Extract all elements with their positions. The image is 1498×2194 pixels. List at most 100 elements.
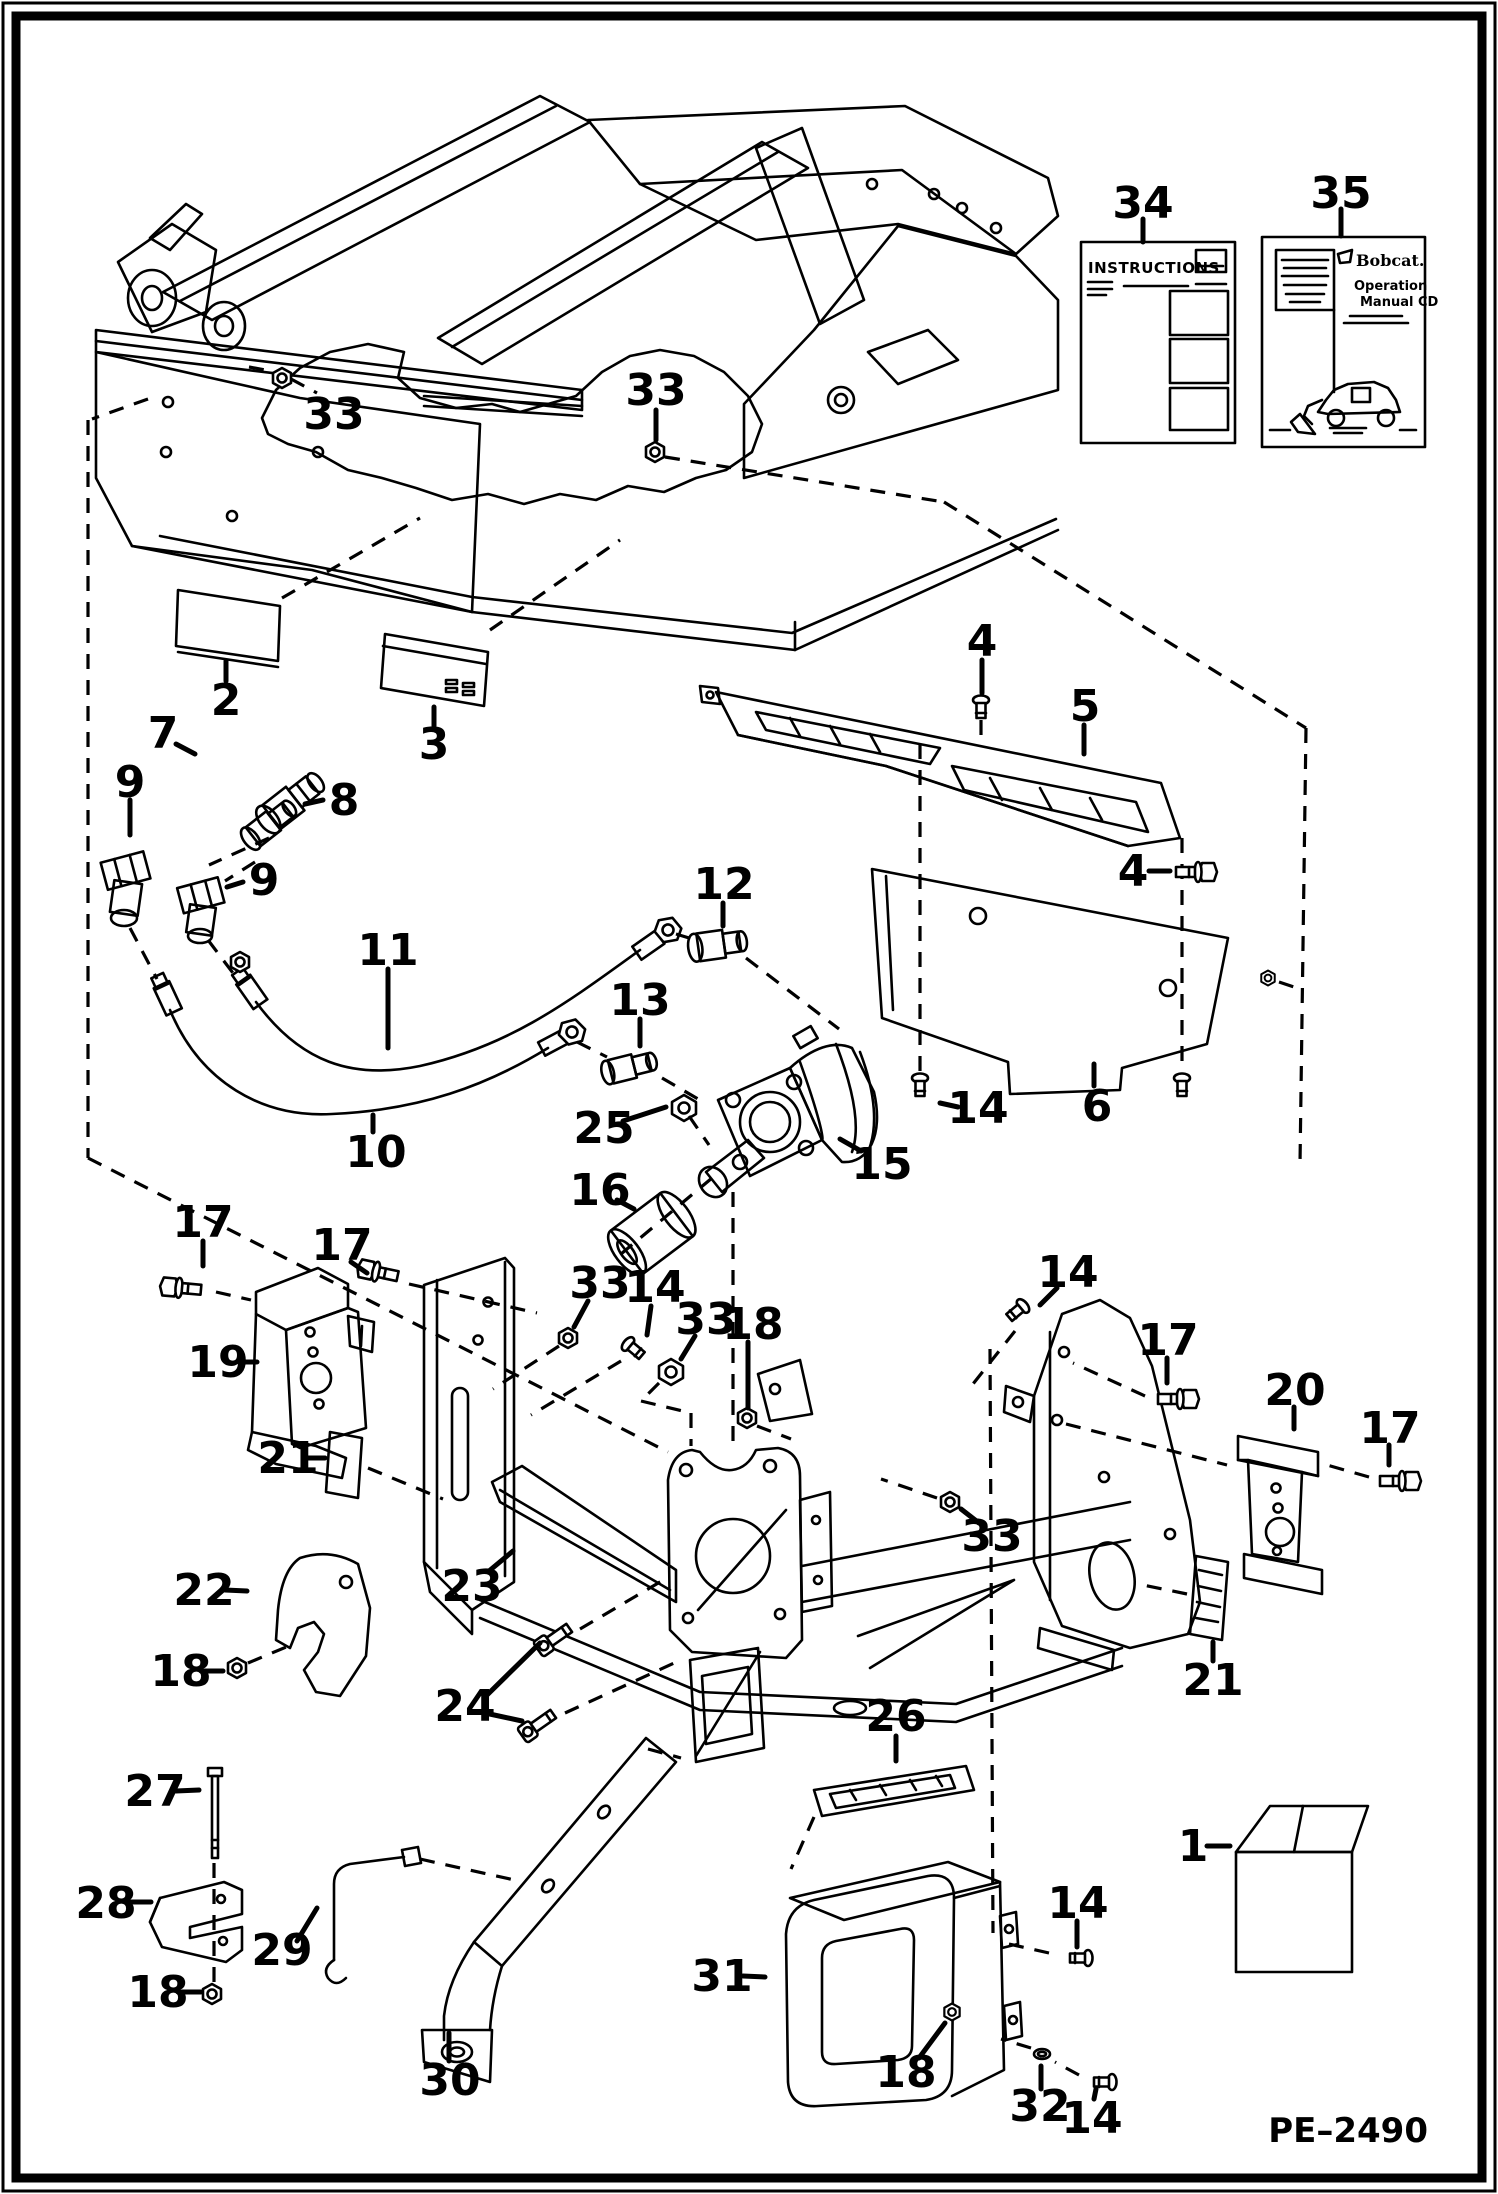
construction-line xyxy=(967,1330,1017,1390)
part-latch-plate xyxy=(756,1358,814,1423)
nut-18 xyxy=(226,1656,248,1680)
callout-17: 17 xyxy=(172,1197,233,1248)
callout-35: 35 xyxy=(1310,168,1371,219)
construction-line xyxy=(943,500,1307,730)
leader-line xyxy=(348,1259,370,1276)
leader-line xyxy=(614,1197,637,1212)
construction-line xyxy=(419,1857,520,1883)
construction-line xyxy=(492,1344,560,1391)
leader-lines xyxy=(125,206,1392,2102)
callout-4: 4 xyxy=(967,616,998,667)
callout-6: 6 xyxy=(1082,1081,1113,1132)
callout-30: 30 xyxy=(419,2055,480,2106)
callout-9: 9 xyxy=(115,757,146,808)
part-plate-6 xyxy=(870,867,1230,1096)
leader-line xyxy=(173,741,198,757)
construction-line xyxy=(1008,1942,1050,1955)
callout-31: 31 xyxy=(691,1951,752,2002)
callout-18: 18 xyxy=(875,2047,936,2098)
leader-line xyxy=(740,1973,768,1980)
callout-7: 7 xyxy=(148,708,179,759)
construction-line xyxy=(988,1348,995,1934)
construction-line xyxy=(367,1466,444,1501)
construction-line xyxy=(661,1076,706,1105)
construction-line xyxy=(880,1477,938,1500)
nut-33 xyxy=(644,440,666,464)
callout-26: 26 xyxy=(865,1691,926,1742)
nut-18 xyxy=(943,2002,961,2022)
nut-33 xyxy=(557,1326,579,1350)
part-bracket-19 xyxy=(246,1266,376,1480)
callout-16: 16 xyxy=(569,1165,630,1216)
callout-18: 18 xyxy=(150,1646,211,1697)
callout-17: 17 xyxy=(1359,1403,1420,1454)
construction-line xyxy=(647,1747,682,1760)
leader-line xyxy=(222,1587,250,1594)
part-ubracket-28 xyxy=(148,1880,244,1964)
part-elbow-9 xyxy=(99,850,152,928)
construction-line xyxy=(675,932,700,943)
leader-line xyxy=(837,1136,864,1154)
leader-line xyxy=(916,2020,948,2061)
part-washer-32 xyxy=(1032,2047,1052,2061)
leader-line xyxy=(1091,2086,1099,2102)
construction-line xyxy=(1000,2037,1032,2050)
construction-line xyxy=(1072,1361,1146,1398)
construction-line xyxy=(215,1290,252,1302)
construction-line xyxy=(208,836,270,867)
construction-line xyxy=(290,377,318,395)
manual-line1: Operation xyxy=(1354,279,1427,294)
callout-8: 8 xyxy=(329,775,360,826)
part-elbow-9b xyxy=(175,876,226,945)
callout-20: 20 xyxy=(1264,1365,1325,1416)
part-bolt-27 xyxy=(206,1766,224,1860)
leader-line xyxy=(678,1333,698,1362)
manual-line2: Manual CD xyxy=(1360,295,1439,310)
callout-18: 18 xyxy=(127,1967,188,2018)
part-fitting-12 xyxy=(686,928,749,963)
nut-18 xyxy=(201,1982,223,2006)
part-hose-10 xyxy=(150,971,589,1116)
part-fitting-8 xyxy=(239,799,298,852)
callout-33: 33 xyxy=(625,365,686,416)
leader-line xyxy=(486,1548,516,1574)
part-hook-22 xyxy=(274,1552,372,1698)
construction-line xyxy=(745,956,840,1031)
construction-line xyxy=(1298,727,1308,1165)
leader-line xyxy=(224,879,246,890)
leader-line xyxy=(958,1506,982,1526)
part-right-beams xyxy=(800,1500,1132,1670)
nut-33 xyxy=(271,366,293,390)
callout-17: 17 xyxy=(311,1220,372,1271)
construction-lines-over xyxy=(128,365,1370,2077)
leader-line xyxy=(1037,1285,1060,1308)
screw-14 xyxy=(1172,1072,1192,1098)
callout-18: 18 xyxy=(722,1299,783,1350)
construction-line xyxy=(247,1643,292,1665)
construction-line xyxy=(639,1381,661,1403)
callout-14: 14 xyxy=(1061,2093,1122,2144)
instructions-title: INSTRUCTIONS xyxy=(1088,259,1220,277)
part-receiver-tube xyxy=(688,1646,766,1764)
leader-line xyxy=(482,1640,543,1700)
callout-1: 1 xyxy=(1178,1821,1209,1872)
callout-27: 27 xyxy=(124,1766,185,1817)
part-instruction-sheet: INSTRUCTIONS xyxy=(1079,240,1237,445)
construction-line xyxy=(640,1399,692,1415)
part-hose-11 xyxy=(229,912,686,1072)
part-base-flange xyxy=(478,1598,1124,1724)
screw-14 xyxy=(1068,1948,1094,1968)
figure-code: PE–2490 xyxy=(1268,2111,1428,2151)
part-beam-23 xyxy=(490,1464,678,1604)
nut xyxy=(1260,969,1276,987)
part-fitting-13 xyxy=(599,1051,659,1086)
part-decal-26 xyxy=(812,1764,976,1818)
leader-line xyxy=(482,1710,525,1724)
construction-line xyxy=(613,1176,714,1261)
callout-11: 11 xyxy=(357,925,418,976)
callout-12: 12 xyxy=(693,859,754,910)
callout-14: 14 xyxy=(1037,1247,1098,1298)
screw-4 xyxy=(971,694,991,720)
